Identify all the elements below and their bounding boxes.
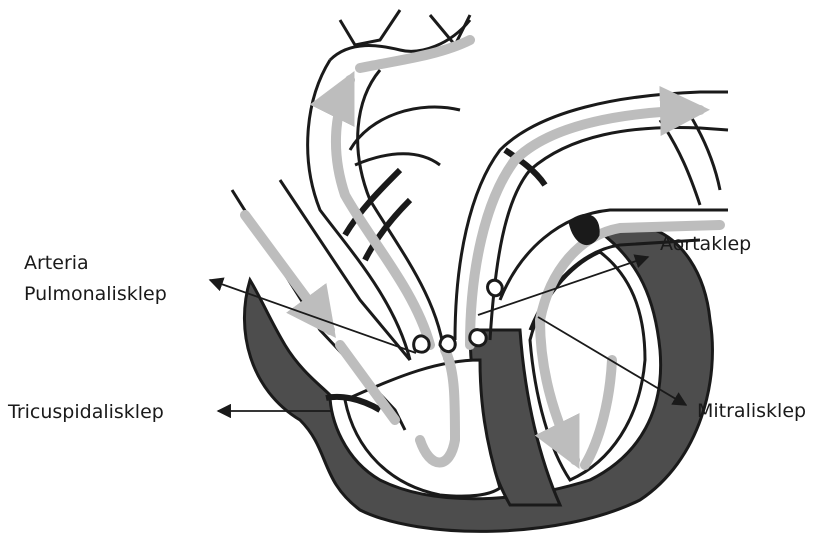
pulmonary-valve-label-line2: Pulmonalisklep	[24, 281, 167, 307]
tricuspid-valve-label: Tricuspidalisklep	[8, 399, 164, 425]
aortic-valve-label: Aortaklep	[660, 231, 751, 257]
pulmonary-valve-pointer	[210, 280, 416, 353]
mitral-valve-label: Mitralisklep	[697, 398, 806, 424]
pulmonary-valve-label-line1: Arteria	[24, 250, 89, 276]
